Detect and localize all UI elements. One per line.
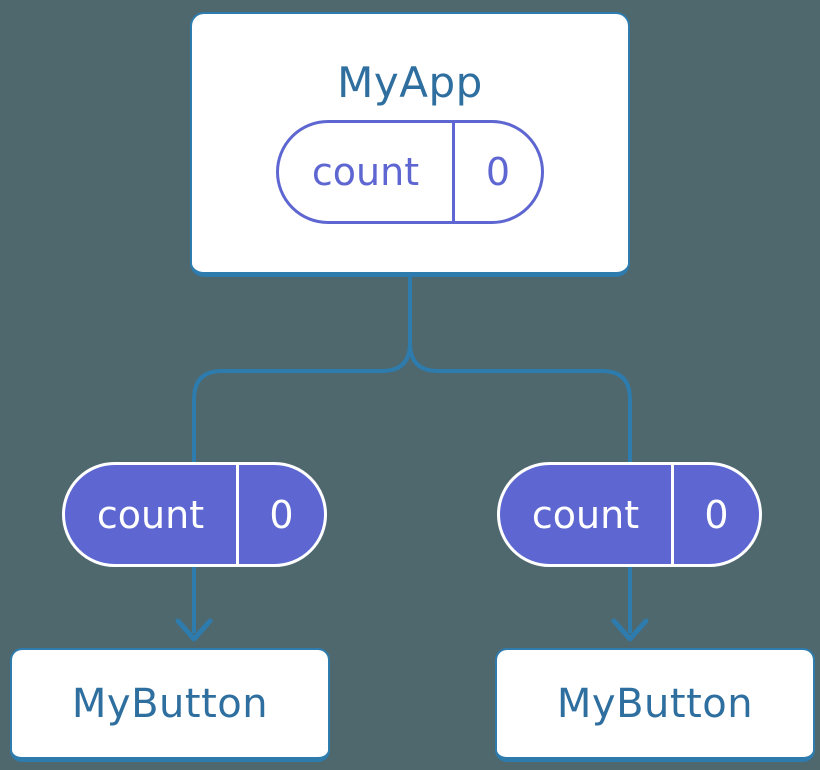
right-child-state-pill-divider <box>671 465 674 564</box>
root-state-label: count <box>311 150 420 195</box>
connector-root-to-right-child <box>408 277 632 464</box>
root-state-value: 0 <box>485 150 511 195</box>
mybutton-node-left: MyButton <box>10 648 330 762</box>
left-child-state-value: 0 <box>269 492 294 537</box>
myapp-node-title: MyApp <box>337 58 483 107</box>
right-child-state-value: 0 <box>704 492 729 537</box>
mybutton-node-right: MyButton <box>495 648 815 762</box>
root-state-pill-divider <box>452 123 455 222</box>
arrow-left-head <box>175 618 213 642</box>
left-child-state-pill: count 0 <box>62 462 327 567</box>
right-child-state-pill: count 0 <box>497 462 762 567</box>
connector-root-to-left-child <box>192 277 412 464</box>
left-child-state-label: count <box>96 492 205 537</box>
left-child-state-pill-divider <box>236 465 239 564</box>
myapp-node: MyApp count 0 <box>190 12 630 277</box>
mybutton-node-left-title: MyButton <box>71 680 269 727</box>
right-child-state-label: count <box>531 492 640 537</box>
root-state-pill: count 0 <box>276 120 544 225</box>
mybutton-node-right-title: MyButton <box>556 680 754 727</box>
arrow-right-head <box>611 618 649 642</box>
